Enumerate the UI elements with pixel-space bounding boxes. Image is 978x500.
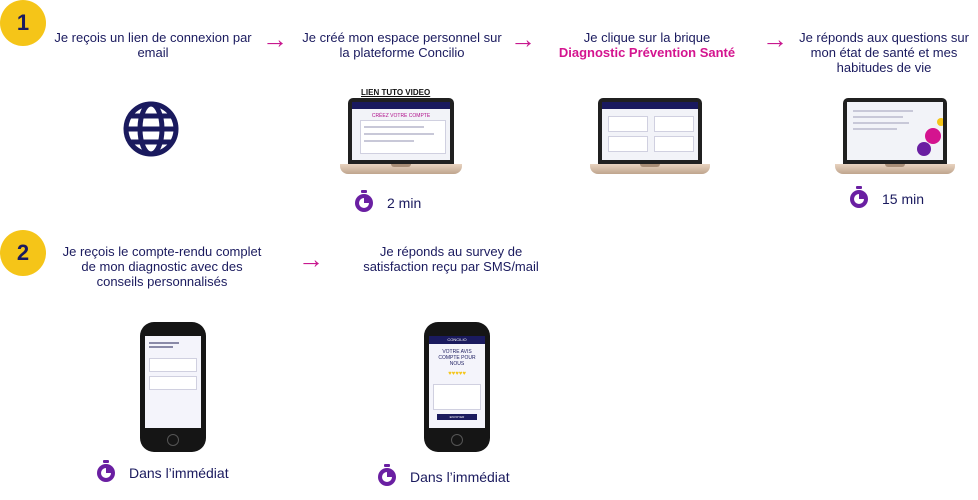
- timer-icon: [355, 190, 373, 212]
- phone-submit-button: ENVOYER: [437, 414, 477, 420]
- step-4-text: Je réponds aux questions sur mon état de…: [799, 30, 969, 75]
- laptop-diagnostic: [590, 98, 710, 174]
- duration-immediate-1: Dans l’immédiat: [97, 460, 229, 482]
- step-2-text: Je créé mon espace personnel sur la plat…: [302, 30, 502, 60]
- timer-icon: [378, 464, 396, 486]
- step-5-text: Je reçois le compte-rendu complet de mon…: [62, 244, 262, 289]
- step-1-text: Je reçois un lien de connexion par email: [54, 30, 252, 60]
- duration-label: Dans l’immédiat: [410, 469, 510, 485]
- laptop-signup: CRÉEZ VOTRE COMPTE: [340, 98, 462, 174]
- duration-immediate-2: Dans l’immédiat: [378, 464, 510, 486]
- timer-icon: [97, 460, 115, 482]
- phone-brand: CONCILIO: [429, 336, 485, 344]
- phone-survey-title: VOTRE AVIS COMPTE POUR NOUS: [438, 349, 476, 367]
- duration-label: Dans l’immédiat: [129, 465, 229, 481]
- duration-15min: 15 min: [850, 186, 925, 208]
- phone-report: [140, 322, 206, 452]
- duration-2min: 2 min: [355, 190, 422, 212]
- step-badge-2: 2: [0, 230, 46, 276]
- diagnostic-highlight: Diagnostic Prévention Santé: [558, 45, 736, 60]
- phone-survey: CONCILIO VOTRE AVIS COMPTE POUR NOUS ♥♥♥…: [424, 322, 490, 452]
- arrow-right-icon: →: [298, 244, 324, 274]
- step-3-label: Je clique sur la brique: [583, 30, 711, 45]
- globe-icon: [123, 101, 179, 157]
- tuto-video-link[interactable]: LIEN TUTO VIDEO: [361, 88, 431, 97]
- laptop-questionnaire: [835, 98, 955, 174]
- timer-icon: [850, 186, 868, 208]
- arrow-right-icon: →: [762, 24, 788, 54]
- arrow-right-icon: →: [510, 24, 536, 54]
- arrow-right-icon: →: [262, 24, 288, 54]
- step-badge-1: 1: [0, 0, 46, 46]
- step-3-text: Je clique sur la brique Diagnostic Préve…: [542, 30, 752, 60]
- step-6-text: Je réponds au survey de satisfaction reç…: [363, 244, 539, 274]
- duration-label: 15 min: [882, 191, 925, 207]
- duration-label: 2 min: [387, 195, 422, 211]
- signup-screen-title: CRÉEZ VOTRE COMPTE: [371, 113, 431, 119]
